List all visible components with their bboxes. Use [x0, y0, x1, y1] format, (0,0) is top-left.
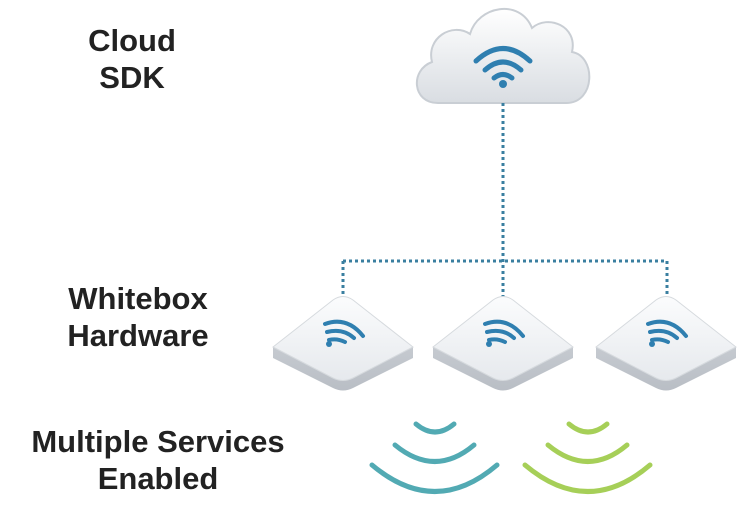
wifi-signal-green-icon	[522, 421, 653, 494]
multiple-services-label: Multiple Services Enabled	[8, 423, 308, 497]
cloud-wifi-icon	[416, 7, 591, 104]
access-point-icon	[595, 296, 737, 391]
whitebox-hardware-label: Whitebox Hardware	[28, 280, 248, 354]
cloud-sdk-label: Cloud SDK	[62, 22, 202, 96]
whitebox-hardware-label-line-1: Whitebox	[68, 281, 208, 316]
connector-lines	[341, 103, 669, 297]
access-point-icon	[432, 296, 574, 391]
cloud-sdk-label-line-1: Cloud	[88, 23, 176, 58]
multiple-services-label-line-2: Enabled	[97, 461, 219, 497]
multiple-services-label-line-1: Multiple Services	[31, 424, 285, 459]
access-point-icon	[272, 296, 414, 391]
wifi-signal-teal-icon	[369, 421, 500, 494]
whitebox-hardware-label-line-2: Hardware	[67, 318, 209, 354]
cloud-sdk-label-line-2: SDK	[99, 60, 165, 96]
